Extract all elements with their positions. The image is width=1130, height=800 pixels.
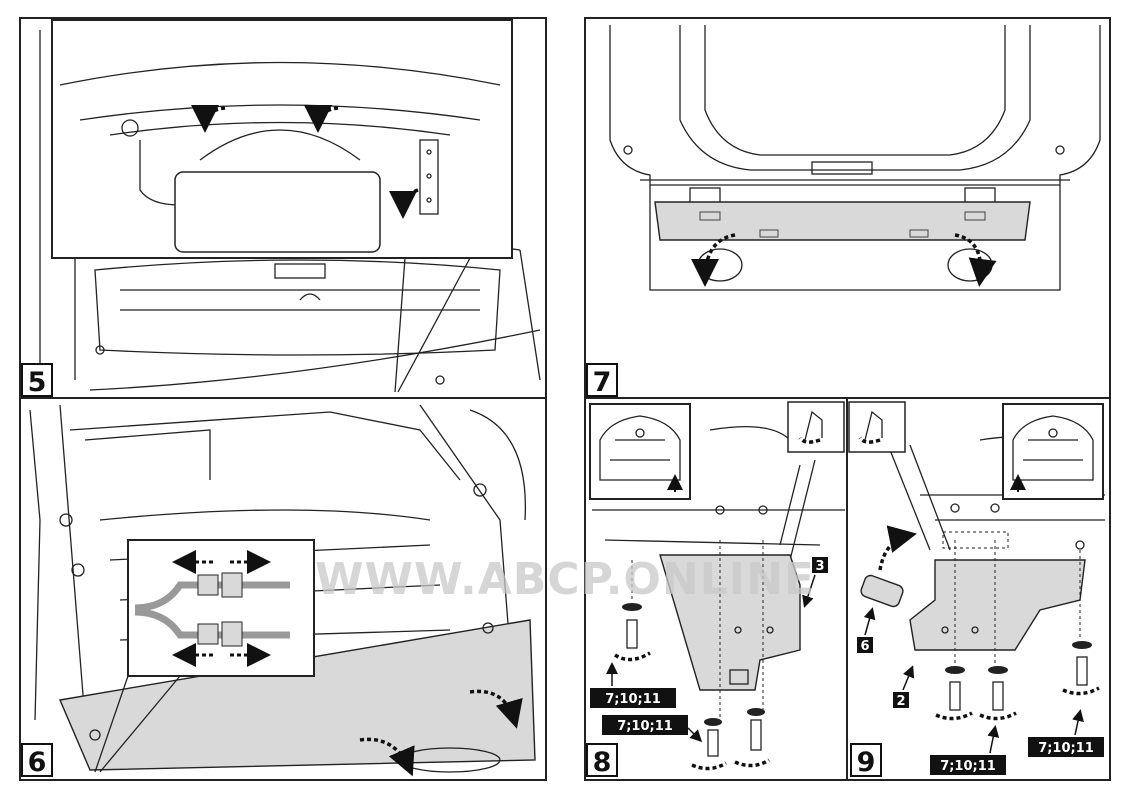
hand-thumbnail bbox=[848, 401, 906, 453]
panel-9: 6 2 7;10;11 7;10;11 9 bbox=[846, 397, 1111, 781]
towbar-bracket-2 bbox=[909, 559, 1086, 651]
bumper-beam bbox=[654, 201, 1031, 241]
step-number-box bbox=[850, 743, 882, 777]
towbar-bracket-3 bbox=[659, 554, 801, 691]
panel-7: 7 bbox=[584, 17, 1111, 399]
step-number-box bbox=[21, 363, 53, 397]
watermark-text: WWW.ABCP.ONLINE bbox=[315, 554, 815, 605]
inset-exhaust bbox=[127, 539, 315, 677]
spacer-plate-6 bbox=[860, 574, 904, 608]
part-label-3: 3 bbox=[802, 557, 828, 608]
step-number-8: 8 bbox=[593, 747, 612, 778]
lift-arrow-icon bbox=[878, 525, 917, 571]
step-number-6: 6 bbox=[28, 747, 47, 778]
step-number-box bbox=[586, 363, 618, 397]
bumper-absorber bbox=[174, 171, 381, 253]
car-thumbnail bbox=[589, 403, 691, 500]
remove-arrow-icon bbox=[469, 689, 523, 729]
step-number-7: 7 bbox=[593, 367, 612, 398]
unscrew-arrow-icon bbox=[304, 104, 339, 133]
part-label-2: 2 bbox=[893, 665, 915, 709]
part-label-fasteners: 7;10;11 bbox=[1028, 709, 1104, 757]
step-number-box bbox=[21, 743, 53, 777]
svg-text:7;10;11: 7;10;11 bbox=[617, 719, 673, 734]
unscrew-arrow-icon bbox=[389, 188, 419, 219]
svg-text:7;10;11: 7;10;11 bbox=[605, 692, 661, 707]
svg-text:7;10;11: 7;10;11 bbox=[940, 759, 996, 774]
step-number-9: 9 bbox=[857, 747, 876, 778]
part-label-6: 6 bbox=[857, 607, 876, 654]
remove-arrow-icon bbox=[359, 737, 415, 777]
car-rear-drawing bbox=[609, 25, 1101, 291]
svg-text:7;10;11: 7;10;11 bbox=[1038, 741, 1094, 756]
chassis-drawing bbox=[592, 426, 845, 561]
inset-detail-5 bbox=[51, 19, 513, 259]
svg-text:6: 6 bbox=[860, 639, 869, 654]
car-thumbnail bbox=[1002, 403, 1104, 500]
part-label-fasteners: 7;10;11 bbox=[602, 715, 703, 743]
bumper-cover bbox=[59, 619, 536, 771]
part-label-fasteners: 7;10;11 bbox=[930, 725, 1006, 775]
panel-5: 5 bbox=[19, 17, 547, 399]
remove-arrow-icon bbox=[954, 233, 997, 287]
svg-text:2: 2 bbox=[896, 694, 905, 709]
part-label-fasteners: 7;10;11 bbox=[590, 662, 676, 708]
step-number-5: 5 bbox=[28, 367, 47, 398]
step-number-box bbox=[586, 743, 618, 777]
unscrew-arrow-icon bbox=[191, 104, 226, 133]
remove-arrow-icon bbox=[691, 233, 736, 287]
svg-text:3: 3 bbox=[815, 559, 824, 574]
panel-6: 6 bbox=[19, 397, 547, 781]
hand-thumbnail bbox=[787, 401, 845, 453]
panel-8: 3 7;10;11 7;10;11 8 bbox=[584, 397, 848, 781]
